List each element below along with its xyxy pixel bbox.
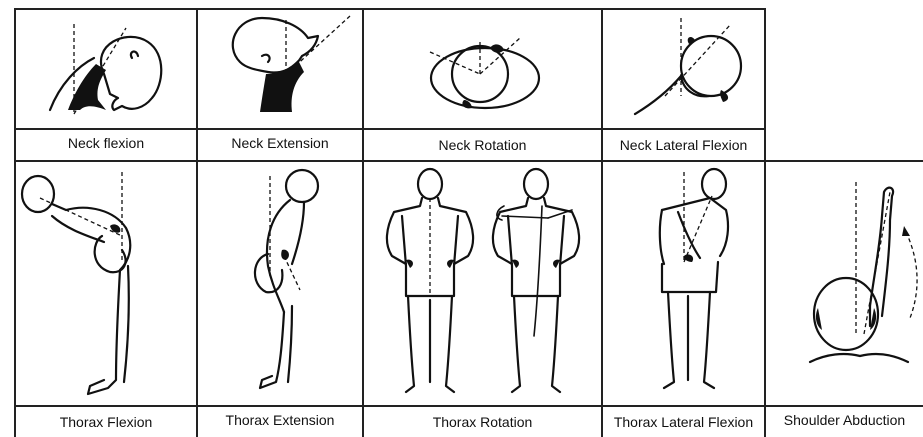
- top-border: [14, 8, 764, 10]
- caption-thorax-lateral-flexion: Thorax Lateral Flexion: [603, 414, 764, 430]
- caption-neck-rotation: Neck Rotation: [364, 137, 601, 153]
- thorax-rotation-figure: [372, 166, 597, 400]
- caption-thorax-extension: Thorax Extension: [198, 412, 362, 428]
- thorax-extension-figure: [228, 166, 358, 400]
- column-border-2: [196, 8, 198, 437]
- row-divider-bottom: [14, 405, 923, 407]
- caption-thorax-rotation: Thorax Rotation: [364, 414, 601, 430]
- thorax-flexion-figure: [18, 166, 193, 400]
- neck-flexion-figure: [40, 14, 190, 124]
- column-border-4: [601, 8, 603, 437]
- row-divider-top: [14, 128, 764, 130]
- neck-lateral-flexion-figure: [625, 14, 755, 120]
- caption-neck-flexion: Neck flexion: [16, 135, 196, 151]
- shoulder-abduction-figure: [770, 166, 923, 400]
- column-border-3: [362, 8, 364, 437]
- column-border-5: [764, 8, 766, 437]
- column-border-1: [14, 8, 16, 437]
- thorax-lateral-flexion-figure: [618, 166, 758, 400]
- caption-shoulder-abduction: Shoulder Abduction: [766, 412, 923, 428]
- row-divider-middle: [14, 160, 923, 162]
- caption-thorax-flexion: Thorax Flexion: [16, 414, 196, 430]
- caption-neck-extension: Neck Extension: [198, 135, 362, 151]
- neck-rotation-figure: [420, 30, 550, 120]
- caption-neck-lateral-flexion: Neck Lateral Flexion: [603, 137, 764, 153]
- neck-extension-figure: [210, 12, 360, 124]
